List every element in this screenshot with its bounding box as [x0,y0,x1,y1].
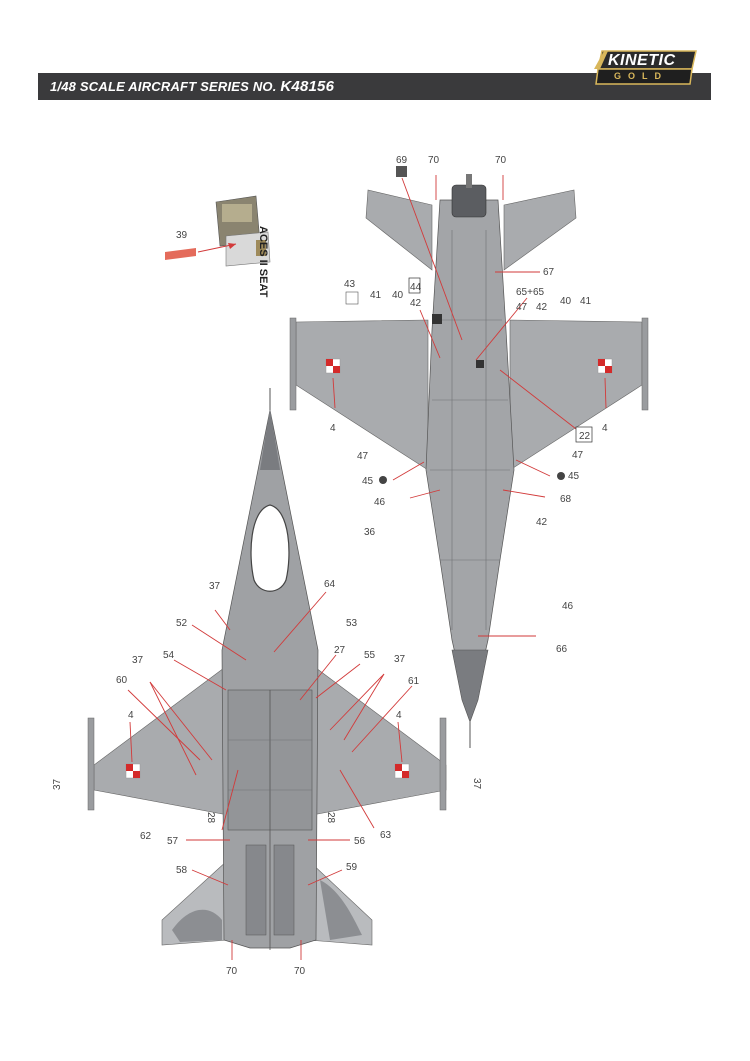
callout-40-left: 40 [392,290,404,301]
callout-39: 39 [176,230,188,241]
callout-54: 54 [163,650,175,661]
callout-40-right: 40 [560,296,572,307]
callout-36: 36 [364,527,376,538]
callout-57: 57 [167,836,179,847]
callout-41-right: 41 [580,296,592,307]
callout-4-top-left: 4 [330,423,336,434]
callout-47-top: 47 [516,302,528,313]
callout-55: 55 [364,650,376,661]
callout-42-top: 42 [410,298,422,309]
aces-ii-seat-illustration [165,195,271,267]
callout-47-left: 47 [357,451,369,462]
callout-22: 22 [579,431,591,442]
seat-label: ACES II SEAT [257,226,269,298]
top-view-aircraft [289,166,649,748]
callout-65-65: 65+65 [516,287,545,298]
callout-64: 64 [324,579,336,590]
callout-44: 44 [410,282,422,293]
callout-42-bottom: 42 [536,517,548,528]
callout-56: 56 [354,836,366,847]
logo-badge-shape [594,50,697,85]
callout-37-right-tip: 37 [471,778,482,790]
callout-4-top-right: 4 [602,423,608,434]
polish-checkerboard-marking-right [597,358,613,374]
callout-37-left-tip: 37 [52,778,63,790]
kinetic-gold-logo: KINETIC GOLD [592,49,698,86]
callout-52: 52 [176,618,188,629]
logo-brand-text: KINETIC [608,52,676,69]
series-code: K48156 [280,78,335,95]
polish-checkerboard-marking-left [325,358,341,374]
callout-45-left: 45 [362,476,374,487]
callout-37-left-wing: 37 [132,655,144,666]
callout-68: 68 [560,494,572,505]
callout-63: 63 [380,830,392,841]
callout-4-bottom-left: 4 [128,710,134,721]
logo-gold-text: GOLD [614,71,668,81]
callout-28-right: 28 [325,812,336,824]
callout-70-bottom-left: 70 [226,966,238,977]
bottom-view-aircraft [87,388,447,960]
callout-37-right-wing: 37 [394,654,406,665]
callout-70-left: 70 [428,155,440,166]
callout-66: 66 [556,644,568,655]
callout-42-right: 42 [536,302,548,313]
callout-61: 61 [408,676,420,687]
callout-59: 59 [346,862,358,873]
callout-41-left: 41 [370,290,382,301]
callout-46-bottom: 46 [562,601,574,612]
page-title: 1/48 SCALE AIRCRAFT SERIES NO. K48156 [50,78,334,95]
scale-series-label: 1/48 SCALE AIRCRAFT SERIES NO. [50,79,277,94]
callout-4-bottom-right: 4 [396,710,402,721]
callout-58: 58 [176,865,188,876]
callout-60: 60 [116,675,128,686]
callout-46-top: 46 [374,497,386,508]
callout-47-right: 47 [572,450,584,461]
callout-53: 53 [346,618,358,629]
callout-70-bottom-right: 70 [294,966,306,977]
polish-checkerboard-marking-bottom-left [125,763,141,779]
callout-70-right: 70 [495,155,507,166]
callout-37-nose: 37 [209,581,221,592]
callout-27: 27 [334,645,346,656]
callout-45-right: 45 [568,471,580,482]
polish-checkerboard-marking-bottom-right [394,763,410,779]
callout-69: 69 [396,155,408,166]
callout-28-left: 28 [205,812,216,824]
callout-43: 43 [344,279,356,290]
callout-67: 67 [543,267,555,278]
callout-62: 62 [140,831,152,842]
